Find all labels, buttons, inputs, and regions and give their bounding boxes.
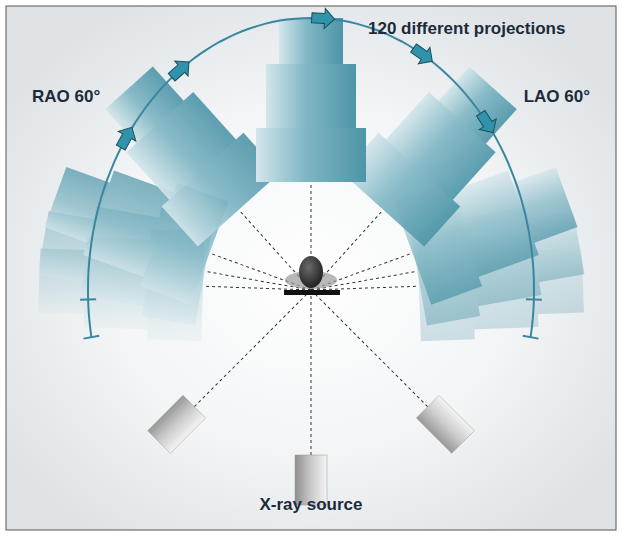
beam-line: [194, 290, 311, 407]
arc-tick: [80, 298, 96, 301]
rotation-arrow: [112, 123, 141, 153]
rotation-arrow: [408, 40, 438, 70]
arc-tick: [526, 298, 542, 301]
projection-count-label: 120 different projections: [368, 20, 565, 39]
rotation-arc: [88, 18, 534, 337]
rotation-arrow: [472, 108, 501, 138]
rao-angle-label: RAO 60°: [32, 88, 100, 107]
rotation-arrow: [165, 54, 195, 84]
x-ray-tube: [148, 395, 206, 453]
lao-angle-label: LAO 60°: [524, 88, 590, 107]
source-label: X-ray source: [260, 496, 363, 515]
detector: [342, 51, 533, 246]
arc-tick: [523, 336, 539, 339]
rotation-arrow: [311, 8, 335, 29]
detector: [88, 51, 279, 246]
arc-tick: [84, 336, 100, 339]
beam-line: [311, 290, 428, 407]
detector: [256, 18, 366, 182]
x-ray-tube: [416, 395, 474, 453]
beam-line: [311, 290, 312, 455]
